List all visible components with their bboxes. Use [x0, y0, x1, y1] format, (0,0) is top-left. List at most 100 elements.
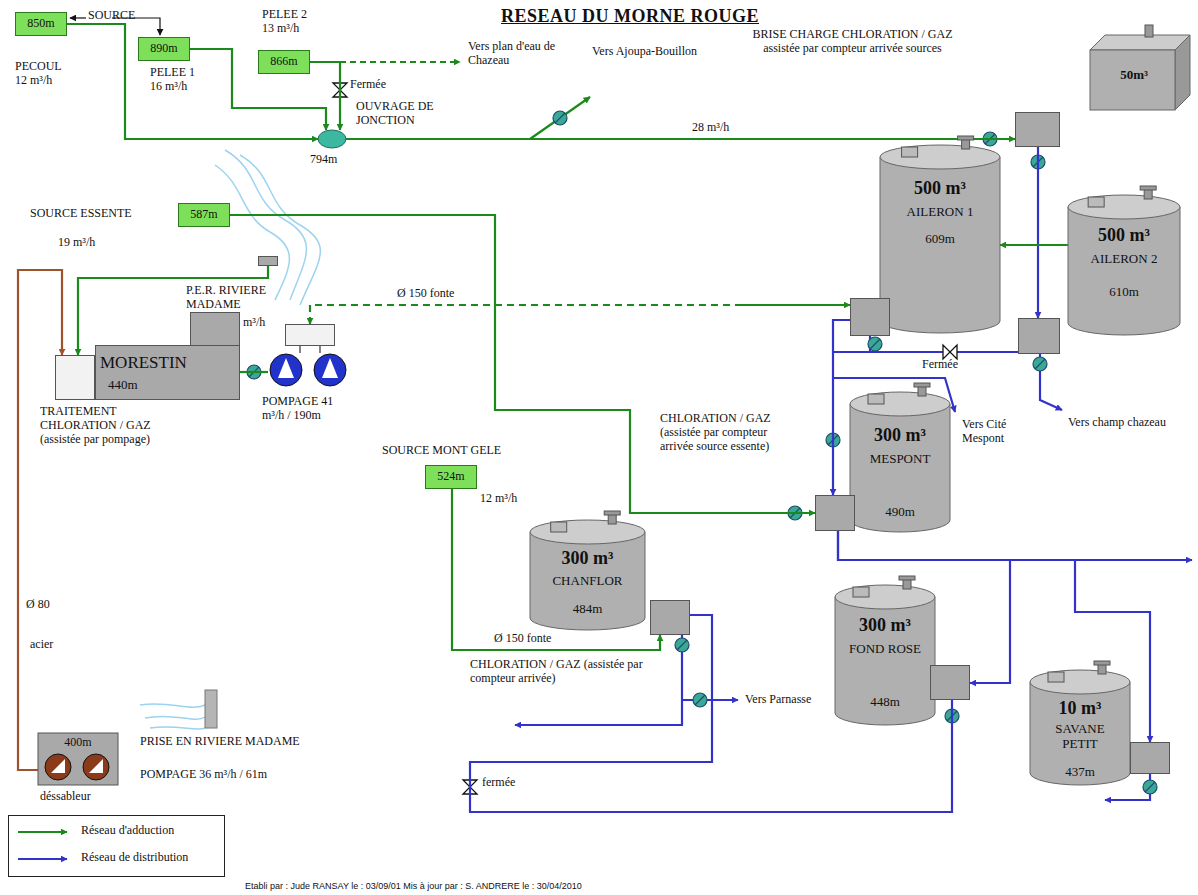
node-label: 19 m³/h	[58, 236, 95, 250]
annotation-label: Vers champ chazeau	[1068, 416, 1178, 430]
node-label: 300 m³	[835, 615, 935, 636]
source-box: 890mPELEE 1 16 m³/h	[135, 34, 227, 114]
river-pumping-intake: 400m PRISE EN RIVIERE MADAME POMPAGE 36 m³…	[35, 722, 375, 812]
legend-label: Réseau de distribution	[81, 851, 188, 865]
side-pipes	[70, 18, 1192, 800]
annotation-label: CHLORATION / GAZ (assistée par compteur …	[470, 658, 670, 686]
node-label: 490m	[850, 505, 950, 520]
pipe-connector	[310, 62, 340, 130]
node-label: 587m	[178, 208, 230, 222]
river	[140, 150, 320, 729]
node-label: PECOUL 12 m³/h	[15, 60, 71, 88]
source-box: SOURCE MONT GELE524m12 m³/h	[378, 440, 528, 512]
node-label: MORESTIN	[100, 353, 187, 373]
node-label: TRAITEMENT CHLORATION / GAZ (assistée pa…	[40, 405, 190, 446]
annotation-label: Fermée	[922, 358, 958, 372]
pipe-connector	[833, 320, 850, 495]
pipe-connector	[230, 215, 815, 513]
shape-grey	[1018, 318, 1060, 354]
source-box: SOURCE ESSENTE 587m 19 m³/h	[25, 196, 235, 254]
node-label: MESPONT	[850, 452, 950, 467]
node-label: CHLORATION / GAZ (assistée par compteur …	[660, 412, 800, 453]
annotation-label: Fermée	[350, 78, 386, 92]
node-label: P.E.R. RIVIERE MADAME	[186, 284, 286, 312]
shape-ell	[318, 130, 346, 148]
node-label: SAVANE PETIT	[1045, 722, 1115, 752]
shape-grey	[930, 665, 970, 700]
pipe-connector	[1037, 147, 1039, 318]
pipe-connector	[240, 371, 268, 373]
treatment-plant: MORESTIN440mTRAITEMENT CHLORATION / GAZ …	[35, 305, 250, 465]
node-label: AILERON 1	[880, 205, 1000, 220]
node-label: 866m	[258, 55, 310, 69]
annotation-label: Etabli par : Jude RANSAY le : 03/09/01 M…	[245, 881, 582, 891]
node-label: 12 m³/h	[480, 492, 517, 506]
node-label: 300 m³	[850, 425, 950, 446]
node-label: AILERON 2	[1068, 252, 1180, 267]
annotation-label: Vers Ajoupa-Bouillon	[592, 45, 702, 59]
storage-tank: 10 m³SAVANE PETIT437m	[1028, 665, 1173, 790]
legend-label: Réseau d'adduction	[81, 824, 174, 838]
node-label: 50m³	[1098, 68, 1170, 83]
annotation-label: Vers Parnasse	[745, 693, 811, 707]
node-label: 300 m³	[530, 548, 645, 569]
intake-bar	[205, 690, 217, 728]
source-box: PELEE 2 13 m³/h 866m	[255, 4, 335, 78]
junction-node: OUVRAGE DE JONCTION794m	[308, 98, 458, 170]
node-label: BRISE CHARGE CHLORATION / GAZ assistée p…	[745, 28, 960, 56]
node-label: FOND ROSE	[835, 642, 935, 657]
node-label: OUVRAGE DE JONCTION	[356, 100, 451, 128]
shape-grey	[850, 298, 890, 336]
legend-line-sample	[17, 826, 73, 838]
shape-white	[55, 355, 95, 400]
shape-white	[285, 324, 335, 346]
pipe-connector	[1000, 244, 1068, 246]
node-label: PELEE 1 16 m³/h	[150, 66, 206, 94]
legend-line-sample	[17, 853, 73, 865]
pipe-connector	[346, 138, 1015, 140]
shape-grey	[650, 600, 690, 635]
node-label: CHANFLOR	[530, 574, 645, 589]
pumps-shape	[268, 352, 352, 388]
valves	[333, 83, 957, 794]
annotation-label: Vers Cité Mespont	[962, 418, 1034, 446]
node-label: 500 m³	[880, 178, 1000, 199]
pipe-label: Ø 150 fonte	[492, 632, 553, 646]
annotation-label: SOURCE	[88, 9, 135, 23]
storage-tank: CHLORATION / GAZ (assistée par compteur …	[655, 390, 955, 535]
source-box: 850mPECOUL 12 m³/h	[12, 8, 104, 108]
pipe-label: Ø 150 fonte	[395, 287, 456, 301]
node-label: PELEE 2 13 m³/h	[262, 8, 318, 36]
annotation-label: Vers plan d'eau de Chazeau	[468, 40, 573, 68]
legend-box: Réseau d'adductionRéseau de distribution	[8, 815, 225, 877]
shape-grey	[815, 495, 855, 531]
shape-grey	[190, 312, 240, 346]
shape-grey	[1130, 742, 1170, 774]
node-label: 609m	[880, 232, 1000, 247]
node-label: PRISE EN RIVIERE MADAME	[140, 735, 300, 749]
annotation-label: fermée	[482, 776, 515, 790]
pumping-station: POMPAGE 41 m³/h / 190m	[262, 322, 362, 427]
shape-pumps	[268, 352, 352, 388]
pipe-connector	[310, 305, 850, 324]
node-label: POMPAGE 36 m³/h / 61m	[140, 768, 267, 782]
flow-meters	[247, 111, 1157, 794]
node-label: déssableur	[40, 790, 91, 804]
node-label: 500 m³	[1068, 225, 1180, 246]
node-label: 400m	[38, 736, 118, 750]
pipe-connector	[452, 489, 660, 650]
shape-grey	[258, 256, 278, 266]
node-label: 524m	[425, 470, 477, 484]
storage-tank: 500 m³ AILERON 2 610m	[1014, 192, 1186, 357]
pipe-connector	[67, 24, 318, 139]
node-label: SOURCE ESSENTE	[30, 207, 132, 221]
node-label: 890m	[138, 42, 190, 56]
node-label: 610m	[1068, 285, 1180, 300]
break-pressure-tank: BRISE CHARGE CHLORATION / GAZ assistée p…	[740, 25, 1195, 150]
node-label: 437m	[1030, 765, 1130, 780]
pipe-connector	[18, 270, 62, 770]
node-label: 448m	[835, 695, 935, 710]
node-label: POMPAGE 41 m³/h / 190m	[262, 395, 357, 423]
storage-tank: 300 m³ FOND ROSE 448m	[832, 580, 974, 730]
shape-grey	[1015, 112, 1060, 147]
